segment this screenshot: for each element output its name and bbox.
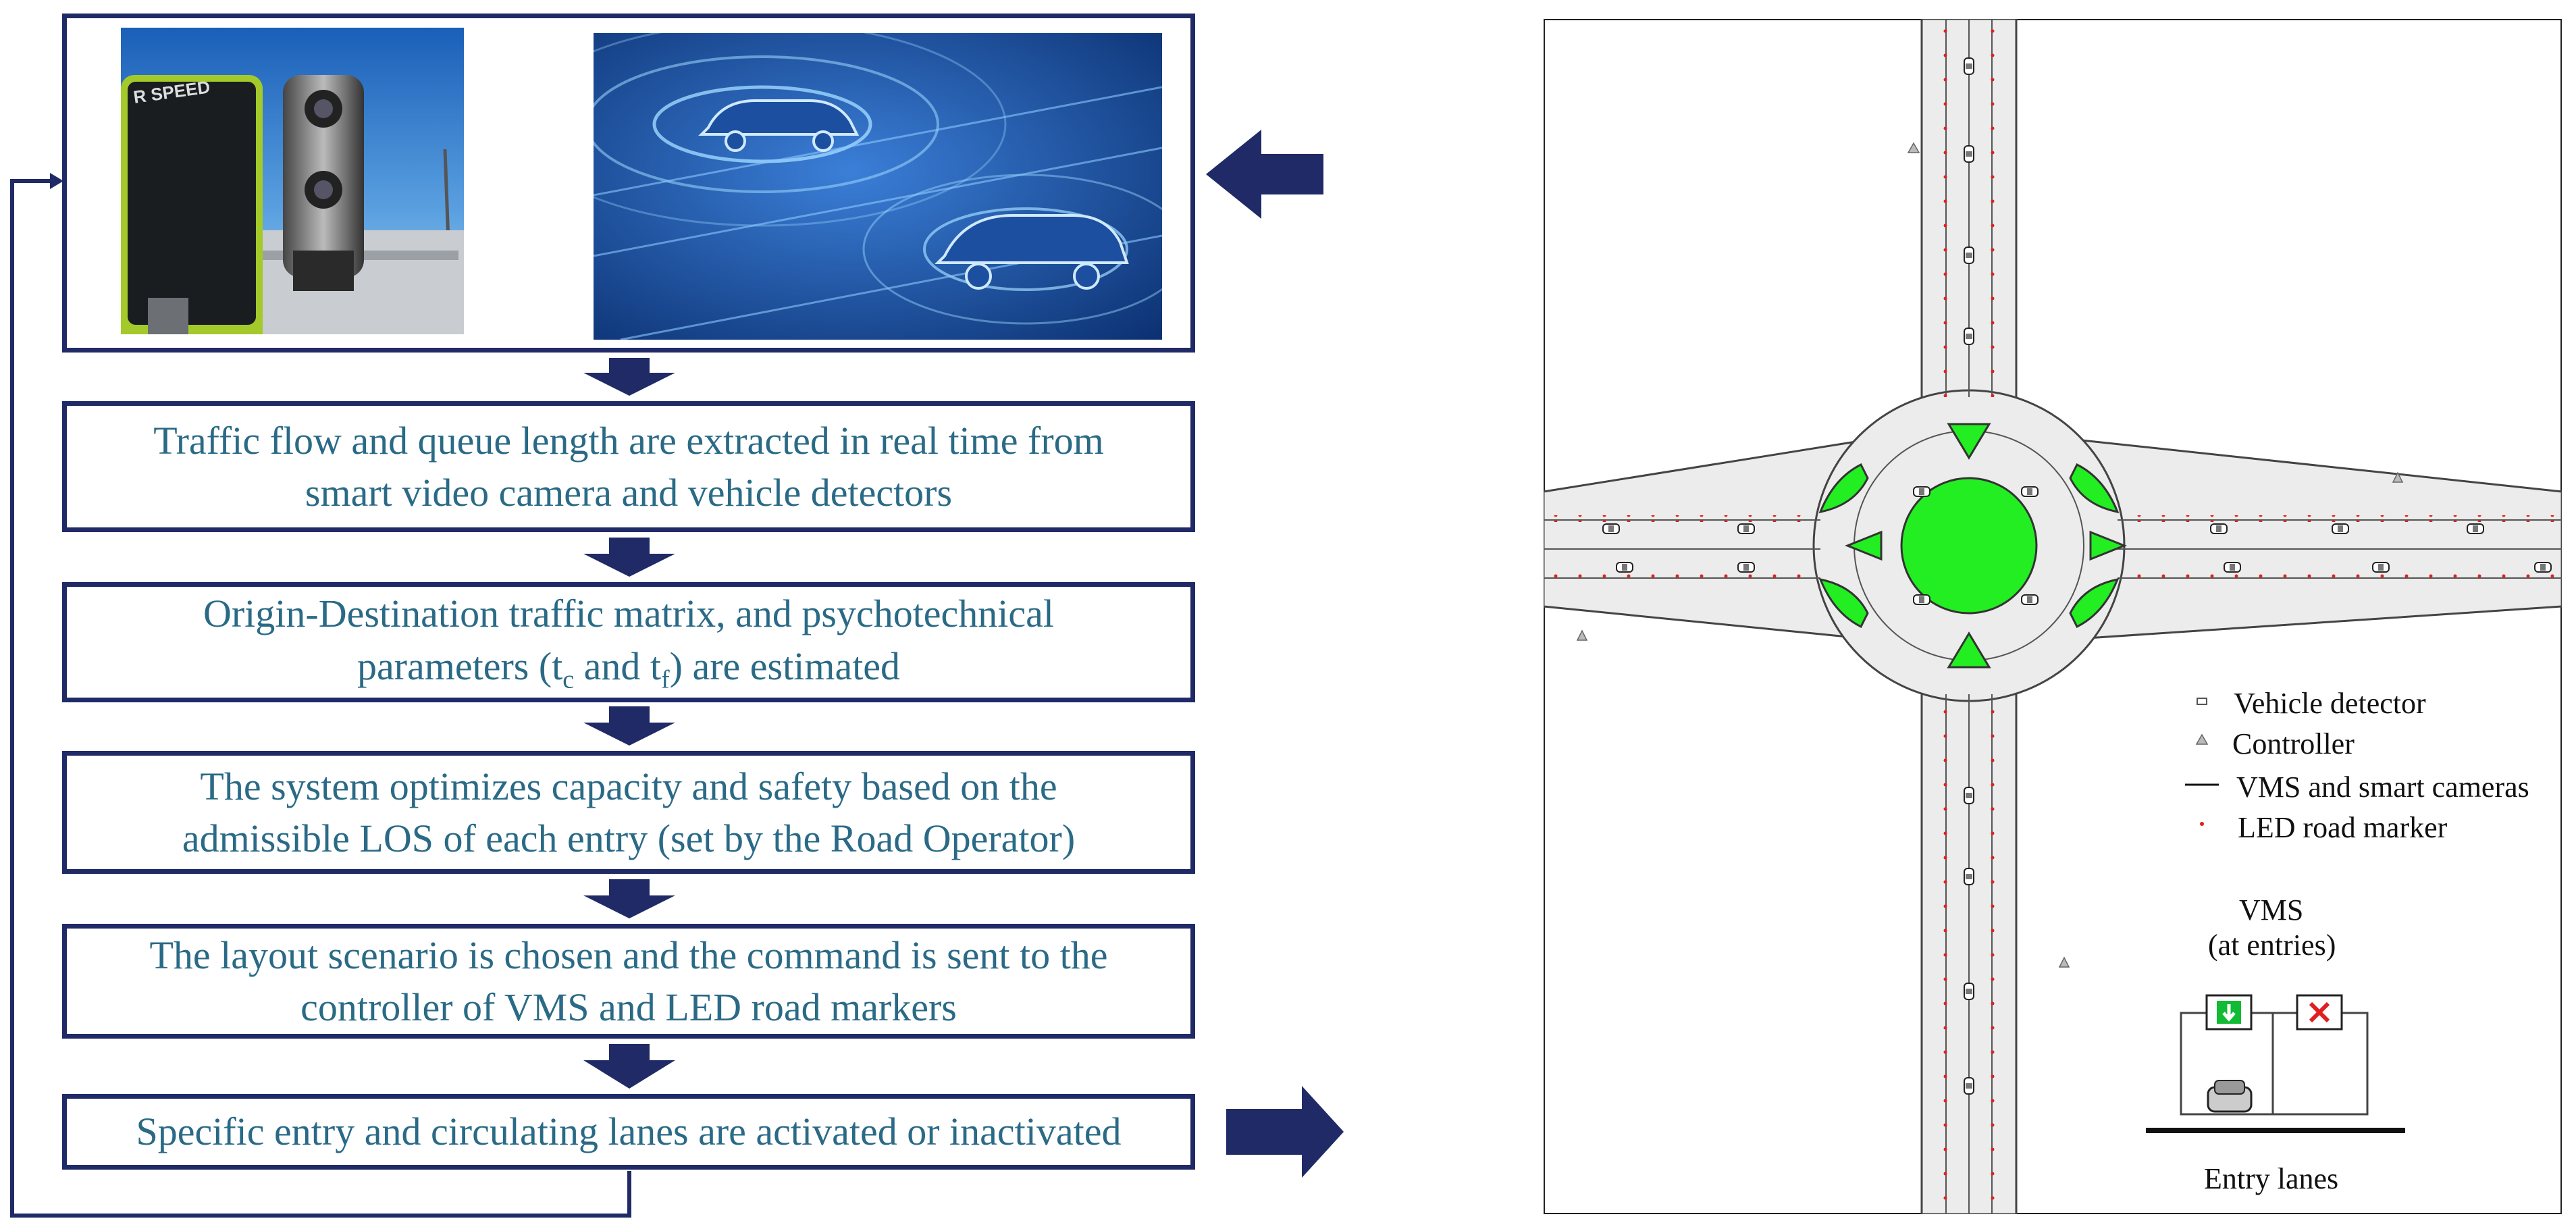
down-arrow-4 xyxy=(583,879,675,918)
entry-lanes-label: Entry lanes xyxy=(2204,1162,2339,1195)
feedback-loop-arrowhead xyxy=(50,173,63,189)
step-2-line-2-c: ) are estimated xyxy=(669,644,901,688)
led-marker-icon xyxy=(2200,822,2204,826)
step-5-line-1: Specific entry and circulating lanes are… xyxy=(136,1110,1122,1154)
controller-icon xyxy=(2195,733,2209,745)
vms-car-icon xyxy=(2207,1080,2253,1113)
vms-illustration xyxy=(2146,994,2405,1133)
legend-led-marker: LED road marker xyxy=(2238,811,2448,844)
vms-subtitle: (at entries) xyxy=(2208,929,2336,962)
photo-panel: R SPEED xyxy=(62,14,1195,353)
step-box-5: Specific entry and circulating lanes are… xyxy=(62,1094,1195,1170)
step-box-1: Traffic flow and queue length are extrac… xyxy=(62,401,1195,532)
roundabout-diagram xyxy=(1544,19,2562,1214)
feedback-loop-line xyxy=(10,179,631,1218)
step-1-line-1: Traffic flow and queue length are extrac… xyxy=(153,418,1104,463)
vms-title: VMS xyxy=(2239,893,2304,927)
step-box-4: The layout scenario is chosen and the co… xyxy=(62,924,1195,1039)
smart-cars-photo xyxy=(594,33,1162,340)
step-3-line-2: admissible LOS of each entry (set by the… xyxy=(182,816,1076,860)
step-2-text: Origin-Destination traffic matrix, and p… xyxy=(203,588,1054,696)
step-4-line-1: The layout scenario is chosen and the co… xyxy=(149,933,1108,977)
step-3-text: The system optimizes capacity and safety… xyxy=(182,760,1075,864)
down-arrow-2 xyxy=(583,538,675,577)
down-arrow-5 xyxy=(583,1044,675,1089)
step-4-line-2: controller of VMS and LED road markers xyxy=(300,985,957,1029)
speed-camera-photo: R SPEED xyxy=(121,28,464,334)
right-arrow-output xyxy=(1226,1086,1344,1178)
step-1-line-2: smart video camera and vehicle detectors xyxy=(305,471,953,515)
step-2-line-2: parameters (tc and tf) are estimated xyxy=(203,640,1054,697)
step-3-line-1: The system optimizes capacity and safety… xyxy=(200,764,1057,808)
central-island xyxy=(1900,477,2038,615)
down-arrow-1 xyxy=(583,358,675,396)
legend-vehicle-detector: Vehicle detector xyxy=(2234,687,2426,720)
step-5-text: Specific entry and circulating lanes are… xyxy=(136,1105,1122,1157)
tc-subscript: c xyxy=(562,665,575,694)
legend-controller: Controller xyxy=(2232,727,2355,760)
step-box-2: Origin-Destination traffic matrix, and p… xyxy=(62,582,1195,702)
flow-arrows xyxy=(10,130,1344,1218)
legend-vms-cameras: VMS and smart cameras xyxy=(2236,771,2529,804)
step-box-3: The system optimizes capacity and safety… xyxy=(62,751,1195,874)
step-2-line-2-b: and t xyxy=(574,644,662,688)
legend-symbols xyxy=(2185,698,2219,826)
down-arrow-3 xyxy=(583,706,675,746)
step-2-line-1: Origin-Destination traffic matrix, and p… xyxy=(203,592,1055,636)
tf-subscript: f xyxy=(661,665,670,694)
vms-red-x-sign xyxy=(2296,994,2343,1031)
step-2-line-2-a: parameters (t xyxy=(357,644,563,688)
step-1-text: Traffic flow and queue length are extrac… xyxy=(153,415,1104,519)
left-arrow-input xyxy=(1206,130,1323,219)
step-4-text: The layout scenario is chosen and the co… xyxy=(149,929,1107,1033)
vehicle-detector-icon xyxy=(2197,698,2207,705)
